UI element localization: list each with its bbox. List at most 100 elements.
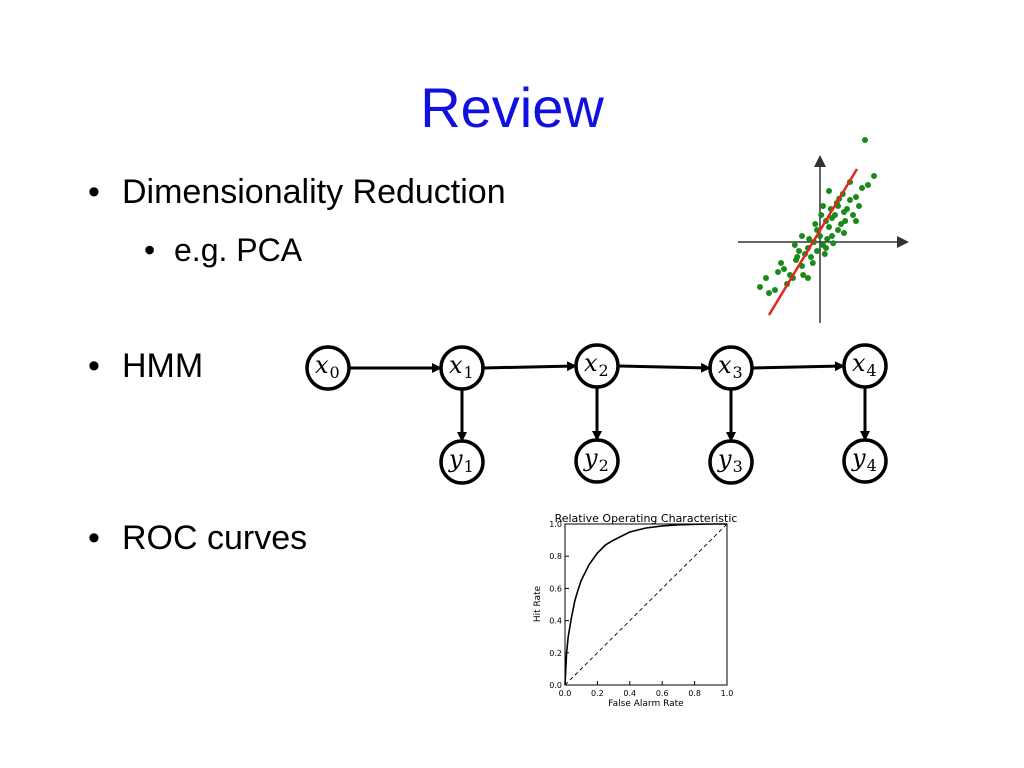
- hmm-node-index: 4: [867, 456, 877, 475]
- scatter-point: [844, 206, 850, 212]
- roc-x-label: False Alarm Rate: [608, 699, 684, 709]
- roc-x-tick-label: 0.0: [559, 689, 572, 698]
- hmm-node-label: x0: [315, 351, 340, 382]
- scatter-point: [806, 236, 813, 242]
- scatter-point: [772, 287, 778, 293]
- scatter-point: [778, 260, 784, 266]
- hmm-node-index: 4: [867, 361, 877, 380]
- hmm-node-x4: x4: [842, 343, 888, 389]
- scatter-point: [814, 248, 820, 254]
- hmm-node-var: x: [449, 351, 463, 379]
- roc-y-tick-label: 1.0: [549, 520, 562, 529]
- hmm-node-y1: y1: [439, 439, 485, 485]
- hmm-node-index: 2: [599, 456, 609, 475]
- scatter-point: [850, 212, 856, 218]
- scatter-point: [757, 284, 763, 290]
- roc-x-tick-label: 0.8: [688, 689, 701, 698]
- scatter-point: [835, 227, 841, 233]
- bullet-roc-curves: • ROC curves: [88, 518, 307, 558]
- hmm-transition-arrow: [482, 361, 577, 372]
- scatter-point: [829, 233, 835, 239]
- hmm-node-circle: [439, 439, 485, 485]
- scatter-point: [805, 275, 811, 281]
- roc-plot-frame: [564, 523, 728, 686]
- hmm-node-label: y3: [717, 445, 743, 476]
- hmm-node-label: x1: [449, 351, 474, 382]
- hmm-node-circle: [574, 438, 620, 484]
- hmm-node-label: y4: [851, 444, 877, 475]
- scatter-point: [800, 272, 807, 278]
- hmm-node-index: 3: [733, 457, 743, 476]
- bullet-eg-pca: •e.g. PCA: [144, 230, 302, 270]
- hmm-node-var: x: [718, 351, 732, 379]
- bullet-text: ROC curves: [122, 519, 308, 557]
- bullet-hmm: • HMM: [88, 346, 203, 386]
- hmm-transition-arrow: [751, 361, 845, 372]
- scatter-point: [812, 221, 819, 227]
- hmm-node-label: y2: [583, 444, 609, 475]
- scatter-point: [799, 233, 805, 239]
- hmm-node-index: 1: [464, 457, 474, 476]
- scatter-point: [862, 137, 868, 143]
- scatter-point: [763, 275, 769, 281]
- hmm-node-circle: [708, 439, 754, 485]
- bullet-text: HMM: [122, 347, 204, 385]
- roc-y-tick-label: 0.2: [549, 649, 562, 658]
- hmm-node-x2: x2: [574, 343, 620, 389]
- scatter-point: [838, 221, 844, 227]
- pca-principal-line: [767, 168, 859, 316]
- scatter-point: [847, 197, 853, 203]
- hmm-node-circle: [708, 345, 754, 391]
- slide-title: Review: [420, 76, 604, 139]
- scatter-point: [808, 254, 814, 260]
- scatter-point: [856, 203, 862, 209]
- hmm-node-circle: [439, 345, 485, 391]
- scatter-point: [796, 248, 802, 254]
- roc-chance-diagonal: [564, 523, 728, 686]
- hmm-node-y2: y2: [574, 438, 620, 484]
- roc-curve: [564, 523, 727, 686]
- roc-title: Relative Operating Characteristic: [555, 512, 738, 525]
- scatter-point: [809, 260, 816, 266]
- scatter-point: [818, 212, 825, 218]
- hmm-node-circle: [842, 438, 888, 484]
- bullet-dot: •: [88, 519, 100, 557]
- scatter-point: [830, 240, 837, 247]
- hmm-node-var: y: [448, 445, 463, 473]
- roc-x-tick-label: 0.6: [656, 689, 669, 698]
- hmm-node-label: x4: [852, 349, 877, 380]
- scatter-point: [766, 290, 772, 296]
- hmm-node-var: x: [315, 351, 329, 379]
- roc-x-tick-label: 0.4: [623, 689, 636, 698]
- scatter-point: [781, 266, 787, 272]
- hmm-node-x1: x1: [439, 345, 485, 391]
- hmm-node-var: x: [584, 349, 598, 377]
- hmm-transition-arrow: [617, 362, 711, 373]
- hmm-node-var: y: [583, 444, 598, 472]
- bullet-dimensionality-reduction: •Dimensionality Reduction: [88, 172, 506, 212]
- bullet-dot: •: [144, 232, 156, 268]
- roc-y-tick-label: 0.6: [549, 584, 562, 593]
- hmm-node-index: 3: [733, 363, 743, 382]
- scatter-point: [853, 194, 859, 200]
- roc-x-tick-label: 1.0: [721, 689, 734, 698]
- hmm-node-var: x: [852, 349, 866, 377]
- roc-y-tick-label: 0.0: [549, 681, 562, 690]
- scatter-point: [842, 218, 849, 224]
- scatter-point: [821, 251, 828, 257]
- scatter-point: [853, 218, 859, 224]
- bullet-text: Dimensionality Reduction: [122, 173, 506, 211]
- hmm-node-index: 0: [330, 363, 340, 382]
- bullet-dot: •: [88, 347, 100, 385]
- hmm-node-y3: y3: [708, 439, 754, 485]
- scatter-point: [820, 203, 826, 209]
- roc-x-tick-label: 0.2: [591, 689, 604, 698]
- hmm-node-circle: [574, 343, 620, 389]
- hmm-node-label: y1: [448, 445, 474, 476]
- scatter-point: [841, 230, 847, 236]
- scatter-point: [824, 236, 831, 242]
- hmm-node-var: y: [717, 445, 732, 473]
- hmm-node-circle: [842, 343, 888, 389]
